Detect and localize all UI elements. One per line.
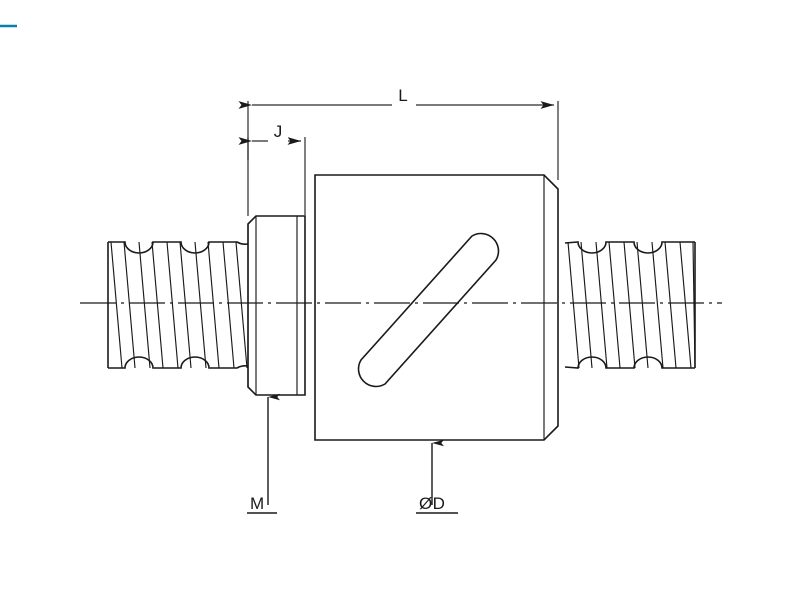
dimension-J-label: J — [274, 122, 283, 141]
callout-M-label: M — [250, 494, 265, 513]
dimension-J: J — [238, 122, 306, 216]
nut-collar — [247, 215, 306, 396]
thread-root-profile-left — [108, 356, 249, 369]
screw-shaft-right — [564, 241, 696, 369]
dimension-J-text-backing — [268, 122, 288, 142]
ball-return-tube-slot — [357, 232, 500, 388]
thread-helix-lines-left — [110, 241, 248, 369]
nut-body — [314, 174, 559, 441]
callout-M: M — [247, 393, 280, 514]
nut-body-outline — [314, 174, 559, 441]
thread-helix-lines-right — [567, 241, 696, 369]
dimension-L: L — [238, 86, 559, 180]
thread-root-profile-right — [564, 356, 695, 369]
dimension-L-text-backing — [392, 86, 416, 106]
callout-OD-label: ØD — [419, 494, 445, 513]
thread-crest-profile-right — [564, 241, 695, 254]
callout-OD: ØD — [416, 439, 458, 514]
screw-shaft-left — [107, 241, 249, 369]
thread-crest-profile-left — [108, 241, 249, 254]
dimension-L-label: L — [398, 86, 407, 105]
